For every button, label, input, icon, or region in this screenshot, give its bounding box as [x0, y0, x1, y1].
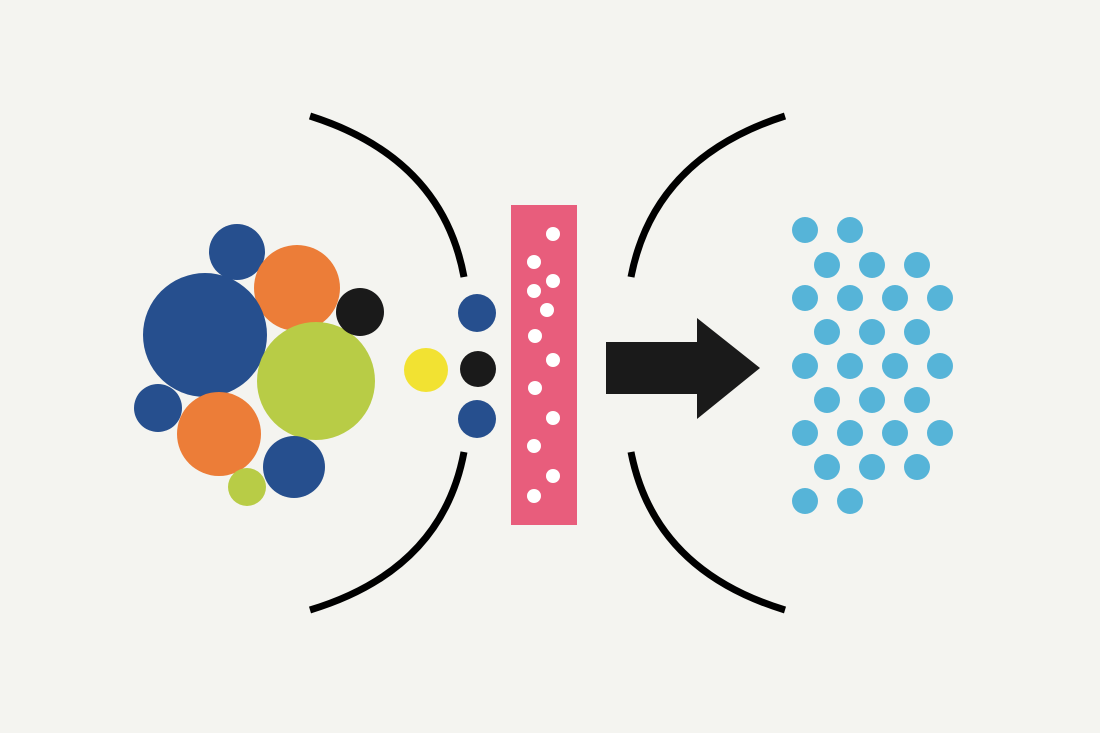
output-particle: [792, 285, 818, 311]
output-particle: [792, 420, 818, 446]
output-particle: [904, 319, 930, 345]
output-particle: [882, 420, 908, 446]
particle-lime-large: [257, 322, 375, 440]
output-particle: [927, 285, 953, 311]
filter-pore: [527, 255, 541, 269]
output-particle: [814, 252, 840, 278]
filter-pore: [546, 274, 560, 288]
filter-pore: [527, 284, 541, 298]
filter-pore: [527, 489, 541, 503]
particle-lime-small: [228, 468, 266, 506]
left-arc-bottom: [308, 451, 468, 614]
filter-pore: [540, 303, 554, 317]
filter-pore: [546, 411, 560, 425]
filter-pore: [528, 381, 542, 395]
right-arrow-icon: [606, 318, 760, 419]
particle-yellow-approach: [404, 348, 448, 392]
output-particle: [792, 353, 818, 379]
particle-black-approach: [460, 351, 496, 387]
output-particle: [814, 319, 840, 345]
mixed-particles-icon: [134, 224, 384, 506]
particle-orange-bottom: [177, 392, 261, 476]
output-particle: [837, 420, 863, 446]
output-particle: [859, 252, 885, 278]
output-particle: [859, 387, 885, 413]
output-particle: [927, 420, 953, 446]
output-particle: [792, 217, 818, 243]
output-particle: [882, 285, 908, 311]
filter-pore: [546, 353, 560, 367]
output-particle: [859, 454, 885, 480]
particle-navy-small-top: [209, 224, 265, 280]
containment-arcs: [308, 112, 787, 614]
particle-navy-approach-top: [458, 294, 496, 332]
particle-navy-large: [143, 273, 267, 397]
filter-pore: [527, 439, 541, 453]
particle-black-top: [336, 288, 384, 336]
particle-navy-small-left: [134, 384, 182, 432]
output-particle: [904, 387, 930, 413]
filter-bar: [511, 205, 577, 525]
right-arc-bottom: [627, 451, 787, 614]
output-particle: [792, 488, 818, 514]
output-particle: [904, 454, 930, 480]
filter-membrane-icon: [511, 205, 577, 525]
output-particle: [904, 252, 930, 278]
right-arc-top: [627, 112, 787, 278]
particle-orange-top: [254, 245, 340, 331]
output-particle: [837, 353, 863, 379]
output-particle: [837, 285, 863, 311]
output-particle: [882, 353, 908, 379]
particle-navy-approach-bottom: [458, 400, 496, 438]
filter-pore: [546, 469, 560, 483]
particle-navy-bottom: [263, 436, 325, 498]
output-particle: [814, 454, 840, 480]
output-particle: [927, 353, 953, 379]
left-arc-top: [308, 112, 468, 278]
output-particle: [814, 387, 840, 413]
filter-pore: [546, 227, 560, 241]
approaching-particles: [404, 294, 496, 438]
purified-particles-icon: [792, 217, 953, 514]
output-particle: [837, 217, 863, 243]
output-particle: [837, 488, 863, 514]
output-particle: [859, 319, 885, 345]
filter-pore: [528, 329, 542, 343]
